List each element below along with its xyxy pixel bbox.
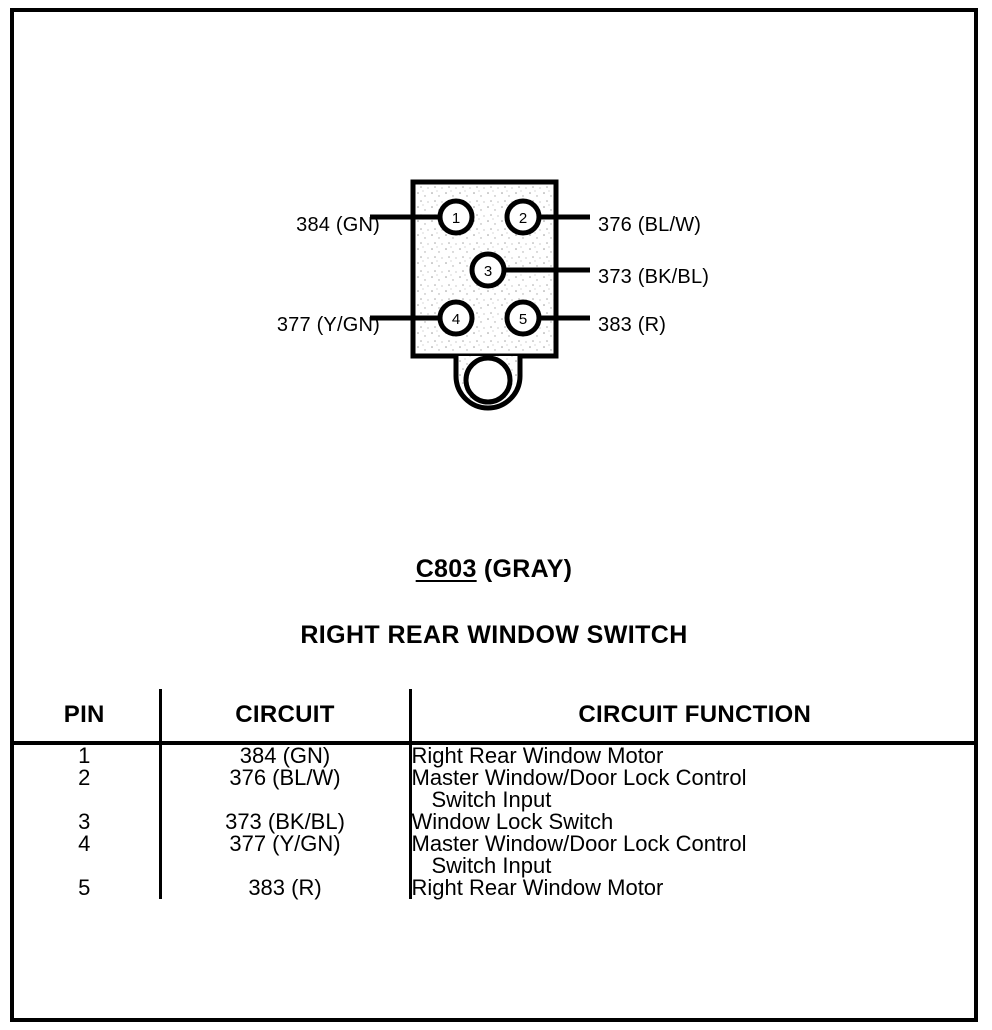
svg-text:1: 1 xyxy=(452,210,460,227)
cell-pin: 2 xyxy=(10,767,162,811)
cell-function: Master Window/Door Lock Control Switch I… xyxy=(410,767,978,811)
pin-cavity-4: 4 xyxy=(437,299,475,337)
cell-circuit: 376 (BL/W) xyxy=(160,767,412,811)
function-line-1: Right Rear Window Motor xyxy=(411,875,664,900)
pin-function-table: PIN CIRCUIT CIRCUIT FUNCTION 1 384 (GN) … xyxy=(10,689,978,1022)
function-line-1: Right Rear Window Motor xyxy=(411,743,664,768)
connector-caption: C803 (GRAY) xyxy=(10,555,978,584)
connector-diagram: 1 2 3 4 5 384 (GN) xyxy=(10,8,978,683)
table-row: 1 384 (GN) Right Rear Window Motor xyxy=(10,743,978,767)
svg-text:4: 4 xyxy=(452,311,460,328)
cell-pin: 1 xyxy=(10,743,162,767)
function-line-1: Master Window/Door Lock Control xyxy=(411,831,747,856)
pin-cavity-1: 1 xyxy=(437,198,475,236)
pin-circuit-label-4: 377 (Y/GN) xyxy=(276,314,380,336)
svg-text:3: 3 xyxy=(484,263,492,280)
svg-text:2: 2 xyxy=(519,210,527,227)
cell-circuit: 383 (R) xyxy=(160,877,412,899)
pin-cavity-3: 3 xyxy=(469,251,507,289)
page-border xyxy=(10,8,978,1022)
table-row: 2 376 (BL/W) Master Window/Door Lock Con… xyxy=(10,767,978,811)
function-line-2: Switch Input xyxy=(431,787,552,812)
svg-text:5: 5 xyxy=(519,311,527,328)
cell-pin: 5 xyxy=(10,877,162,899)
pin-cavity-2: 2 xyxy=(504,198,542,236)
cell-circuit: 384 (GN) xyxy=(160,743,412,767)
function-line-1: Master Window/Door Lock Control xyxy=(411,765,747,790)
column-header-circuit-function: CIRCUIT FUNCTION xyxy=(410,689,978,745)
locking-tab-hole xyxy=(463,355,513,405)
cell-function: Right Rear Window Motor xyxy=(410,743,978,767)
cell-pin: 3 xyxy=(10,811,162,833)
connector-color: (GRAY) xyxy=(483,555,573,583)
function-line-2: Switch Input xyxy=(431,853,552,878)
table-header-row: PIN CIRCUIT CIRCUIT FUNCTION xyxy=(10,689,978,745)
table-row: 3 373 (BK/BL) Window Lock Switch xyxy=(10,811,978,833)
connector-title: RIGHT REAR WINDOW SWITCH xyxy=(300,621,688,649)
pin-circuit-label-1: 384 (GN) xyxy=(296,214,380,236)
function-line-1: Window Lock Switch xyxy=(411,809,614,834)
connector-id: C803 xyxy=(415,555,477,583)
column-header-circuit: CIRCUIT xyxy=(160,689,412,745)
cell-circuit: 373 (BK/BL) xyxy=(160,811,412,833)
pin-circuit-label-3: 373 (BK/BL) xyxy=(598,266,710,288)
cell-circuit: 377 (Y/GN) xyxy=(160,833,412,877)
table-row: 5 383 (R) Right Rear Window Motor xyxy=(10,877,978,899)
cell-function: Window Lock Switch xyxy=(410,811,978,833)
column-header-pin: PIN xyxy=(10,689,162,745)
connector-illustration: 1 2 3 4 5 xyxy=(370,179,590,411)
pin-cavity-5: 5 xyxy=(504,299,542,337)
cell-function: Master Window/Door Lock Control Switch I… xyxy=(410,833,978,877)
table-row: 4 377 (Y/GN) Master Window/Door Lock Con… xyxy=(10,833,978,877)
cell-function: Right Rear Window Motor xyxy=(410,877,978,899)
pin-cavities: 1 2 3 4 5 xyxy=(437,198,542,337)
pin-circuit-label-5: 383 (R) xyxy=(598,314,667,336)
pin-circuit-label-2: 376 (BL/W) xyxy=(598,214,702,236)
cell-pin: 4 xyxy=(10,833,162,877)
